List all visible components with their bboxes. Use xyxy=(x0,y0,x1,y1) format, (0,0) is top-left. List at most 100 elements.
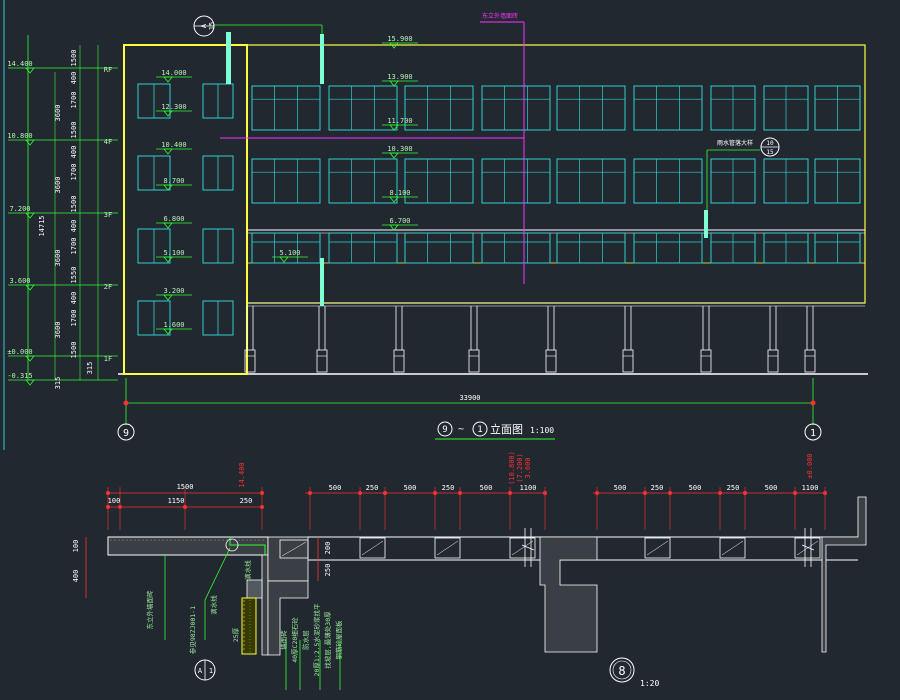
dim-tick xyxy=(643,491,647,495)
layer-note: 防水层 xyxy=(301,630,310,650)
level-text: 12.300 xyxy=(161,103,186,111)
dim-tick xyxy=(595,491,599,495)
detail-dimension-text: 500 xyxy=(480,484,493,492)
detail-callout-bottom-num: A xyxy=(198,667,203,675)
detail-dimension-text: 500 xyxy=(614,484,627,492)
level-triangle xyxy=(25,67,35,74)
level-triangle xyxy=(163,110,173,117)
level-triangle xyxy=(163,222,173,229)
floor-tag: RF xyxy=(104,66,112,74)
window-glass xyxy=(646,540,669,556)
note-exterior-finish: 东立外墙面砖 xyxy=(145,590,154,630)
dimension-text: 1500 xyxy=(70,196,78,213)
title-bubble-start xyxy=(437,421,453,437)
level-triangle xyxy=(25,355,35,362)
dimension-text: 400 xyxy=(70,72,78,85)
window-glass xyxy=(511,540,534,556)
dim-tick xyxy=(810,400,816,406)
layer-note: 40厚C20细石砼 xyxy=(290,617,299,663)
detail-dimension-text: 500 xyxy=(329,484,342,492)
detail-dimension-text: 250 xyxy=(651,484,664,492)
note-drip: 滴水线 xyxy=(209,595,218,615)
main-block-outline xyxy=(246,44,866,304)
level-text: 8.700 xyxy=(163,177,184,185)
detail-dim-ticks xyxy=(106,487,827,530)
detail-level-marker: (10.800) xyxy=(508,451,516,485)
downpipe xyxy=(320,258,324,306)
dimension-text: 400 xyxy=(70,292,78,305)
level-triangle xyxy=(163,76,173,83)
main-window xyxy=(404,232,474,264)
column-base xyxy=(622,349,634,373)
detail-callout-bottom-sheet: 1 xyxy=(209,667,213,675)
column-base xyxy=(316,349,328,373)
downpipe-note: 雨水管落大样 xyxy=(717,139,753,147)
detail-level-marker: ±0.000 xyxy=(806,453,814,478)
dim-tick xyxy=(383,491,387,495)
level-text: 3.600 xyxy=(9,277,30,285)
elevation-title: 9 ~ 1 立面图 1:100 xyxy=(435,421,555,440)
level-text: 3.200 xyxy=(163,287,184,295)
level-triangle xyxy=(389,124,399,131)
detail-dimension-text: 100 xyxy=(108,497,121,505)
dim-tick xyxy=(743,491,747,495)
dim-tick xyxy=(433,491,437,495)
column-base xyxy=(468,349,480,373)
level-text: 10.300 xyxy=(387,145,412,153)
layer-note: 找坡层,最薄处30厚 xyxy=(323,611,332,669)
main-window xyxy=(251,232,321,264)
level-text: 13.900 xyxy=(387,73,412,81)
window-glass xyxy=(436,540,459,556)
band-window xyxy=(644,537,671,559)
beam-section xyxy=(267,536,309,582)
detail-level-marker: 3.600 xyxy=(524,457,532,478)
main-window xyxy=(481,85,551,131)
dimension-text: 1700 xyxy=(70,164,78,181)
level-triangle xyxy=(163,294,173,301)
dimension-text: 1500 xyxy=(70,342,78,359)
grid-bubble-1-label: 1 xyxy=(810,428,816,439)
main-window xyxy=(633,158,703,204)
main-window xyxy=(251,158,321,204)
note-thickness: 25厚 xyxy=(232,627,240,642)
main-window xyxy=(328,232,398,264)
dimension-text: 1700 xyxy=(70,92,78,109)
dim-tick xyxy=(123,400,129,406)
dimension-text: 1550 xyxy=(70,267,78,284)
level-text: ±0.000 xyxy=(7,348,32,356)
detail-number-inner xyxy=(612,660,632,680)
dimension-text: 1700 xyxy=(70,238,78,255)
title-end-grid: 1 xyxy=(477,425,482,435)
dimension-text: 3600 xyxy=(54,322,62,339)
column-base xyxy=(244,349,256,373)
main-window xyxy=(556,158,626,204)
dim-tick xyxy=(508,491,512,495)
detail-dimension-text: 1500 xyxy=(177,483,194,491)
detail-dimension-text: 1100 xyxy=(802,484,819,492)
floor-tag: 2F xyxy=(104,283,112,291)
parapet-slab xyxy=(107,536,269,556)
level-text: 10.400 xyxy=(161,141,186,149)
window-glass xyxy=(361,540,384,556)
level-text: 14.400 xyxy=(7,60,32,68)
dim-tick xyxy=(543,491,547,495)
dim-tick xyxy=(308,491,312,495)
band-window xyxy=(794,537,821,559)
main-window xyxy=(556,85,626,131)
detail-callout-10-num: 10 xyxy=(766,140,774,147)
overall-dimension-text: 33900 xyxy=(459,394,480,402)
dimension-text: 1500 xyxy=(70,122,78,139)
main-window xyxy=(633,232,703,264)
level-triangle xyxy=(25,139,35,146)
title-tilde: ~ xyxy=(458,424,464,435)
column-base xyxy=(804,349,816,373)
detail-dimension-text: 250 xyxy=(240,497,253,505)
dimension-text: 400 xyxy=(70,220,78,233)
column-base xyxy=(767,349,779,373)
level-text: 11.700 xyxy=(387,117,412,125)
detail-vdim-c: 200 xyxy=(324,542,332,555)
wall-segment xyxy=(261,554,269,656)
